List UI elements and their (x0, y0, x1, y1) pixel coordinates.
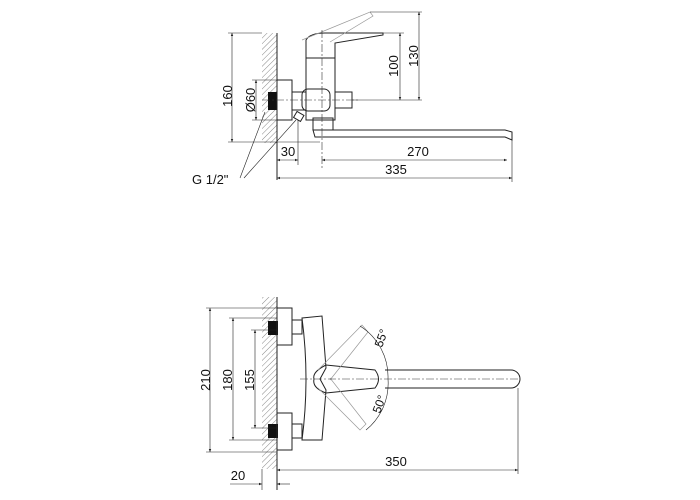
spout (312, 129, 513, 141)
dim-350: 350 (385, 454, 407, 469)
thread-label: G 1/2" (192, 172, 229, 187)
dim-335: 335 (385, 162, 407, 177)
angle-50: 50° (370, 393, 389, 415)
dim-155: 155 (242, 369, 257, 391)
dim-130: 130 (406, 45, 421, 67)
dim-100: 100 (386, 55, 401, 77)
angle-55: 55° (372, 327, 391, 349)
handle (305, 32, 384, 59)
dim-180: 180 (220, 369, 235, 391)
dim-diameter-60: Ø60 (243, 88, 258, 113)
top-view: 55° 50° 210 180 155 350 20 (198, 297, 521, 490)
thread-black-lower (268, 424, 278, 438)
mixer-body (301, 315, 327, 441)
dim-210: 210 (198, 369, 213, 391)
thread-black (268, 92, 277, 110)
side-view: 160 Ø60 100 130 30 270 335 G 1/2" (192, 11, 513, 187)
lever-handle (313, 364, 379, 394)
dim-270: 270 (407, 144, 429, 159)
wall-hatch (262, 33, 277, 143)
dim-20: 20 (231, 468, 245, 483)
spout (385, 369, 521, 389)
dim-160: 160 (220, 85, 235, 107)
dim-30: 30 (281, 144, 295, 159)
thread-black-upper (268, 321, 278, 335)
